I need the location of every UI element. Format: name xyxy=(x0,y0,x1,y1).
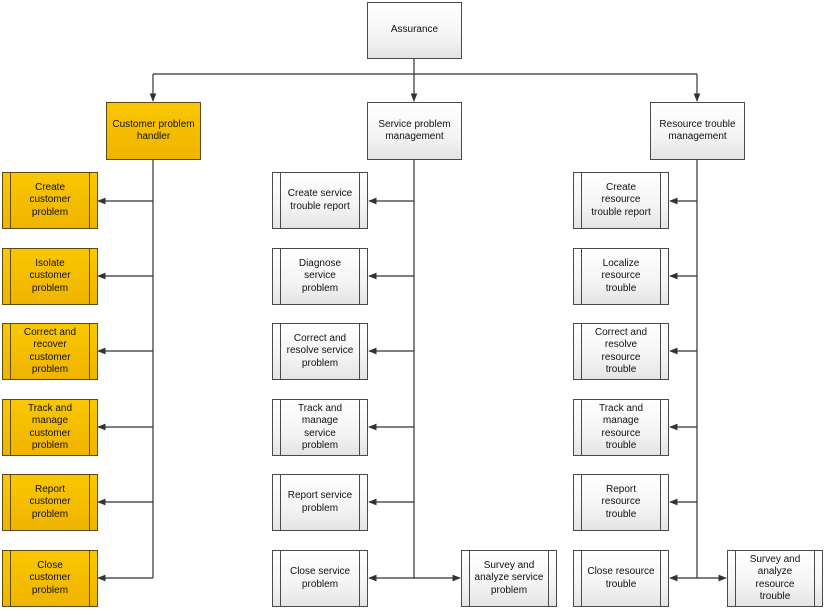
close-service-problem-node: Close service problem xyxy=(272,550,368,607)
create-customer-problem-label: Create customer problem xyxy=(29,181,71,218)
track-manage-resource-trouble-label: Track and manage resource trouble xyxy=(598,402,644,452)
diagnose-service-problem-label: Diagnose service problem xyxy=(298,257,342,294)
resource-trouble-management-node: Resource trouble management xyxy=(650,102,745,160)
create-service-trouble-report-label: Create service trouble report xyxy=(287,188,353,212)
report-customer-problem-node: Report customer problem xyxy=(2,474,98,531)
report-resource-trouble-label: Report resource trouble xyxy=(601,483,641,520)
report-resource-trouble-node: Report resource trouble xyxy=(573,474,669,531)
customer-problem-handler-node: Customer problem handler xyxy=(106,102,201,160)
track-manage-service-problem-label: Track and manage service problem xyxy=(297,402,343,452)
assurance-node: Assurance xyxy=(367,2,462,59)
close-service-problem-label: Close service problem xyxy=(289,566,351,590)
track-manage-service-problem-node: Track and manage service problem xyxy=(272,399,368,456)
survey-analyze-service-problem-node: Survey and analyze service problem xyxy=(461,550,557,607)
track-manage-resource-trouble-node: Track and manage resource trouble xyxy=(573,399,669,456)
survey-analyze-resource-trouble-label: Survey and analyze resource trouble xyxy=(749,553,801,603)
track-manage-customer-problem-node: Track and manage customer problem xyxy=(2,399,98,456)
survey-analyze-resource-trouble-node: Survey and analyze resource trouble xyxy=(727,550,823,607)
localize-resource-trouble-node: Localize resource trouble xyxy=(573,248,669,305)
isolate-customer-problem-node: Isolate customer problem xyxy=(2,248,98,305)
create-resource-trouble-report-node: Create resource trouble report xyxy=(573,172,669,229)
isolate-customer-problem-label: Isolate customer problem xyxy=(29,257,71,294)
correct-resolve-service-problem-label: Correct and resolve service problem xyxy=(286,332,354,369)
service-problem-management-node: Service problem management xyxy=(367,102,462,160)
close-resource-trouble-node: Close resource trouble xyxy=(573,550,669,607)
resource-trouble-management-label: Resource trouble management xyxy=(659,118,736,143)
close-resource-trouble-label: Close resource trouble xyxy=(587,566,655,590)
close-customer-problem-node: Close customer problem xyxy=(2,550,98,607)
create-customer-problem-node: Create customer problem xyxy=(2,172,98,229)
correct-recover-customer-problem-node: Correct and recover customer problem xyxy=(2,323,98,380)
correct-resolve-resource-trouble-label: Correct and resolve resource trouble xyxy=(594,326,648,376)
assurance-label: Assurance xyxy=(390,24,439,36)
diagnose-service-problem-node: Diagnose service problem xyxy=(272,248,368,305)
customer-problem-handler-label: Customer problem handler xyxy=(112,118,195,143)
track-manage-customer-problem-label: Track and manage customer problem xyxy=(27,402,73,452)
service-problem-management-label: Service problem management xyxy=(378,118,451,143)
create-service-trouble-report-node: Create service trouble report xyxy=(272,172,368,229)
survey-analyze-service-problem-label: Survey and analyze service problem xyxy=(474,559,544,596)
correct-recover-customer-problem-label: Correct and recover customer problem xyxy=(23,326,77,376)
correct-resolve-resource-trouble-node: Correct and resolve resource trouble xyxy=(573,323,669,380)
close-customer-problem-label: Close customer problem xyxy=(29,559,71,596)
create-resource-trouble-report-label: Create resource trouble report xyxy=(591,181,651,218)
report-customer-problem-label: Report customer problem xyxy=(29,483,71,520)
report-service-problem-node: Report service problem xyxy=(272,474,368,531)
correct-resolve-service-problem-node: Correct and resolve service problem xyxy=(272,323,368,380)
report-service-problem-label: Report service problem xyxy=(287,490,353,514)
localize-resource-trouble-label: Localize resource trouble xyxy=(601,257,641,294)
